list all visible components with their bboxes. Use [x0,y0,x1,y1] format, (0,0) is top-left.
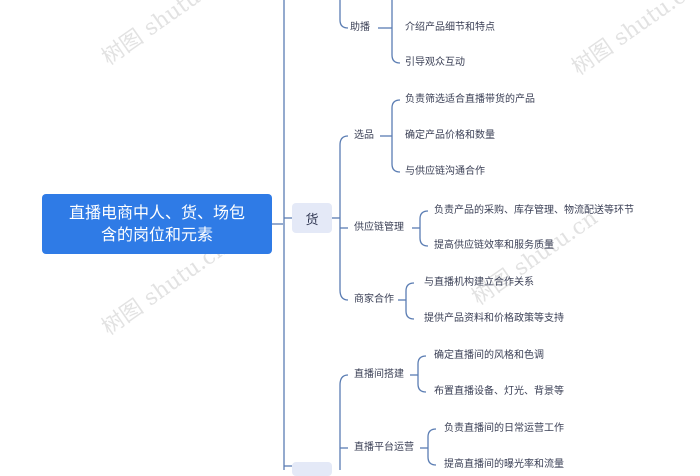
leaf-item[interactable]: 与直播机构建立合作关系 [424,277,534,288]
branch-node-chang[interactable] [292,462,332,476]
subnode-platform-ops[interactable]: 直播平台运营 [354,442,414,453]
leaf-item[interactable]: 与供应链沟通合作 [405,166,485,177]
leaf-item[interactable]: 负责直播间的日常运营工作 [444,423,564,434]
branch-node-huo[interactable]: 货 [292,203,332,233]
root-node[interactable]: 直播电商中人、货、场包 含的岗位和元素 [42,194,272,254]
root-title-line1: 直播电商中人、货、场包 [68,203,245,222]
leaf-item[interactable]: 提供产品资料和价格政策等支持 [424,313,564,324]
subnode-merchant-coop[interactable]: 商家合作 [354,294,394,305]
root-title-line2: 含的岗位和元素 [100,225,213,244]
leaf-item[interactable]: 负责筛选适合直播带货的产品 [405,94,535,105]
leaf-item[interactable]: 提高供应链效率和服务质量 [434,240,554,251]
leaf-item[interactable]: 布置直播设备、灯光、背景等 [434,386,564,397]
leaf-item[interactable]: 确定直播间的风格和色调 [434,350,544,361]
leaf-item[interactable]: 介绍产品细节和特点 [405,22,495,33]
leaf-item[interactable]: 确定产品价格和数量 [405,130,495,141]
subnode-studio-setup[interactable]: 直播间搭建 [354,369,404,380]
subnode-zhubo[interactable]: 助播 [350,22,370,33]
subnode-supply-chain[interactable]: 供应链管理 [354,222,404,233]
subnode-xuanpin[interactable]: 选品 [354,130,374,141]
leaf-item[interactable]: 引导观众互动 [405,57,465,68]
leaf-item[interactable]: 提高直播间的曝光率和流量 [444,459,564,470]
leaf-item[interactable]: 负责产品的采购、库存管理、物流配送等环节 [434,205,634,216]
